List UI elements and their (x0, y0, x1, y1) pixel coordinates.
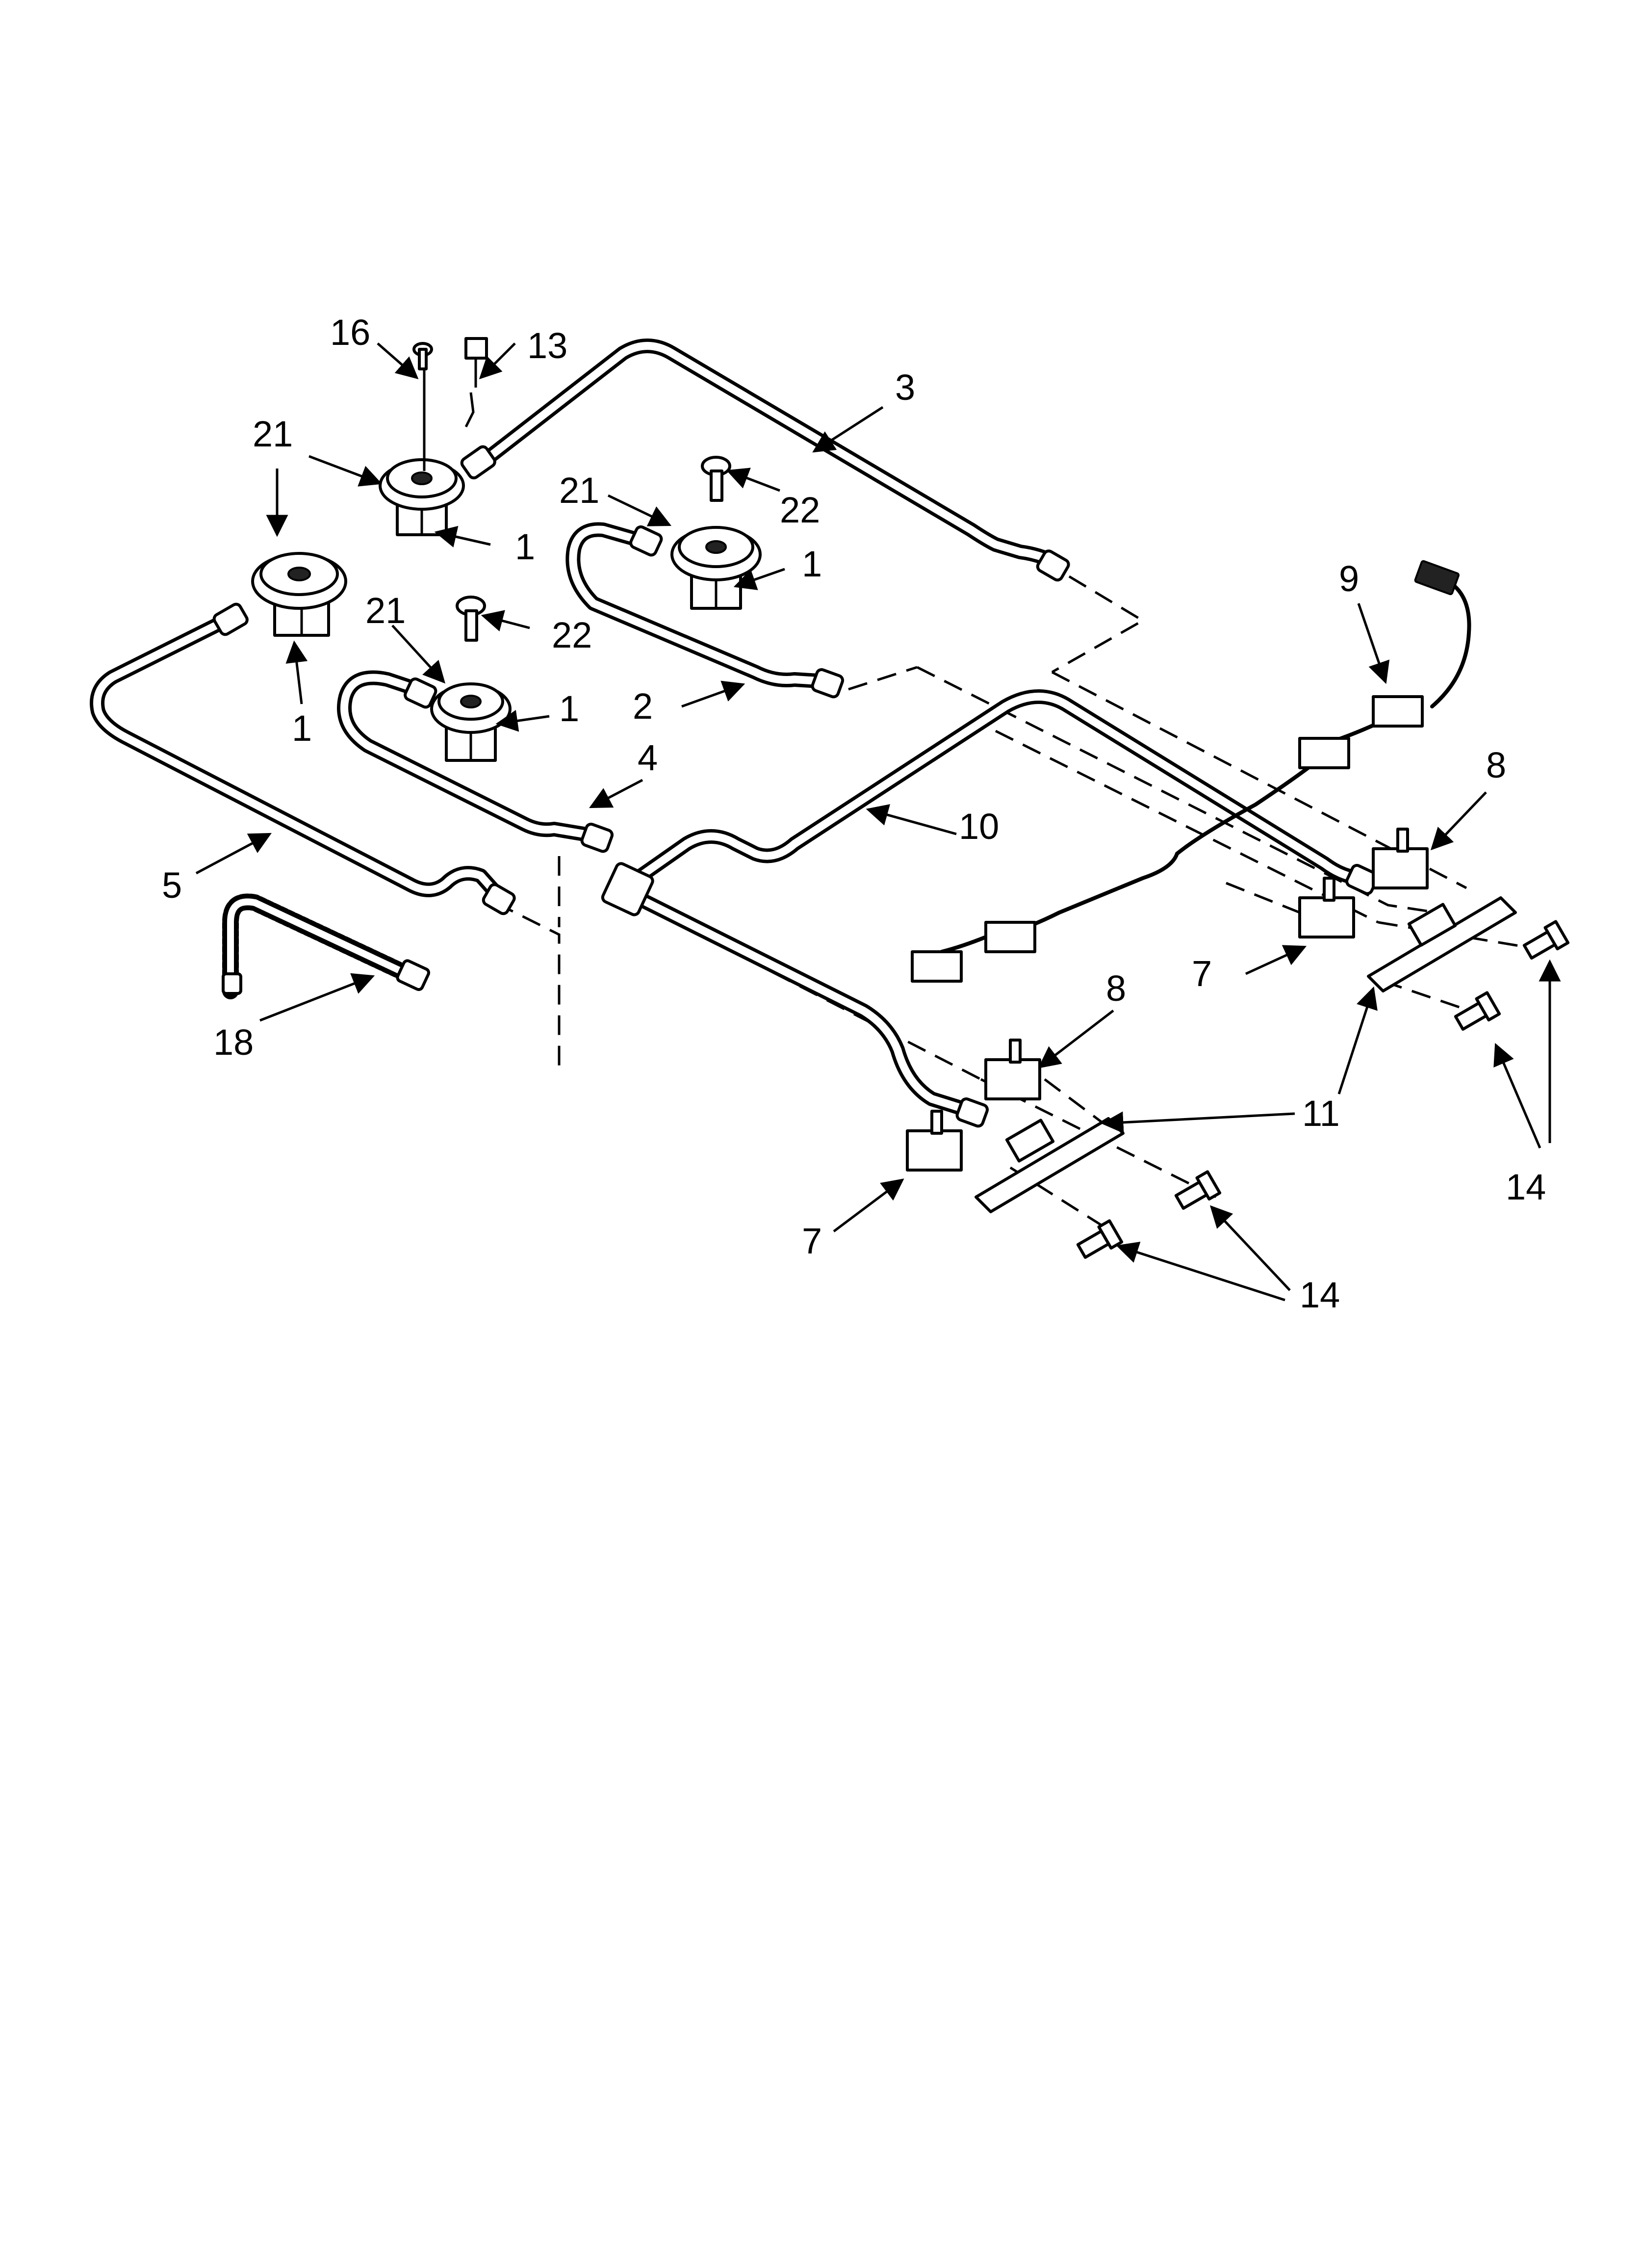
callout-8-left: 8 (1106, 968, 1126, 1009)
screw-parts (412, 337, 731, 642)
callout-labels: 16 13 3 21 1 21 22 1 21 22 1 1 9 2 4 8 1… (162, 312, 1546, 1315)
callout-22-rear-right: 22 (780, 490, 820, 530)
callout-7-right: 7 (1192, 953, 1212, 994)
callout-21-center: 21 (365, 590, 406, 631)
callout-1-rear-right: 1 (802, 544, 822, 584)
valve-parts (906, 828, 1429, 1172)
gas-tubes (90, 339, 1371, 1119)
callout-1-rear-left: 1 (515, 526, 535, 567)
burner-valve-rear-right (670, 526, 762, 610)
burner-valve-left (251, 552, 347, 637)
callout-22-center: 22 (552, 615, 592, 655)
callout-5: 5 (162, 865, 182, 906)
callout-7-left: 7 (802, 1221, 822, 1261)
flex-gas-line (222, 893, 431, 999)
igniter-harness (911, 560, 1471, 983)
leader-arrows (195, 342, 1561, 1302)
callout-14-right: 14 (1506, 1167, 1546, 1207)
bracket-screws (1076, 920, 1570, 1259)
callout-21-rear-right: 21 (559, 470, 599, 511)
callout-3: 3 (895, 367, 915, 408)
callout-14-left: 14 (1300, 1275, 1340, 1315)
callout-18: 18 (213, 1022, 254, 1063)
callout-1-center: 1 (559, 688, 579, 729)
callout-16: 16 (330, 312, 370, 353)
callout-1-left: 1 (292, 708, 312, 749)
callout-9: 9 (1339, 558, 1359, 599)
callout-8-right: 8 (1486, 745, 1506, 785)
callout-2: 2 (633, 686, 653, 727)
callout-4: 4 (638, 737, 658, 778)
callout-21-rear-left: 21 (253, 414, 293, 454)
callout-10: 10 (959, 806, 999, 847)
callout-13: 13 (527, 325, 567, 366)
brackets (975, 896, 1517, 1213)
callout-11: 11 (1302, 1093, 1340, 1134)
burner-valve-rear-left (379, 346, 465, 536)
burner-valve-center (430, 682, 512, 762)
